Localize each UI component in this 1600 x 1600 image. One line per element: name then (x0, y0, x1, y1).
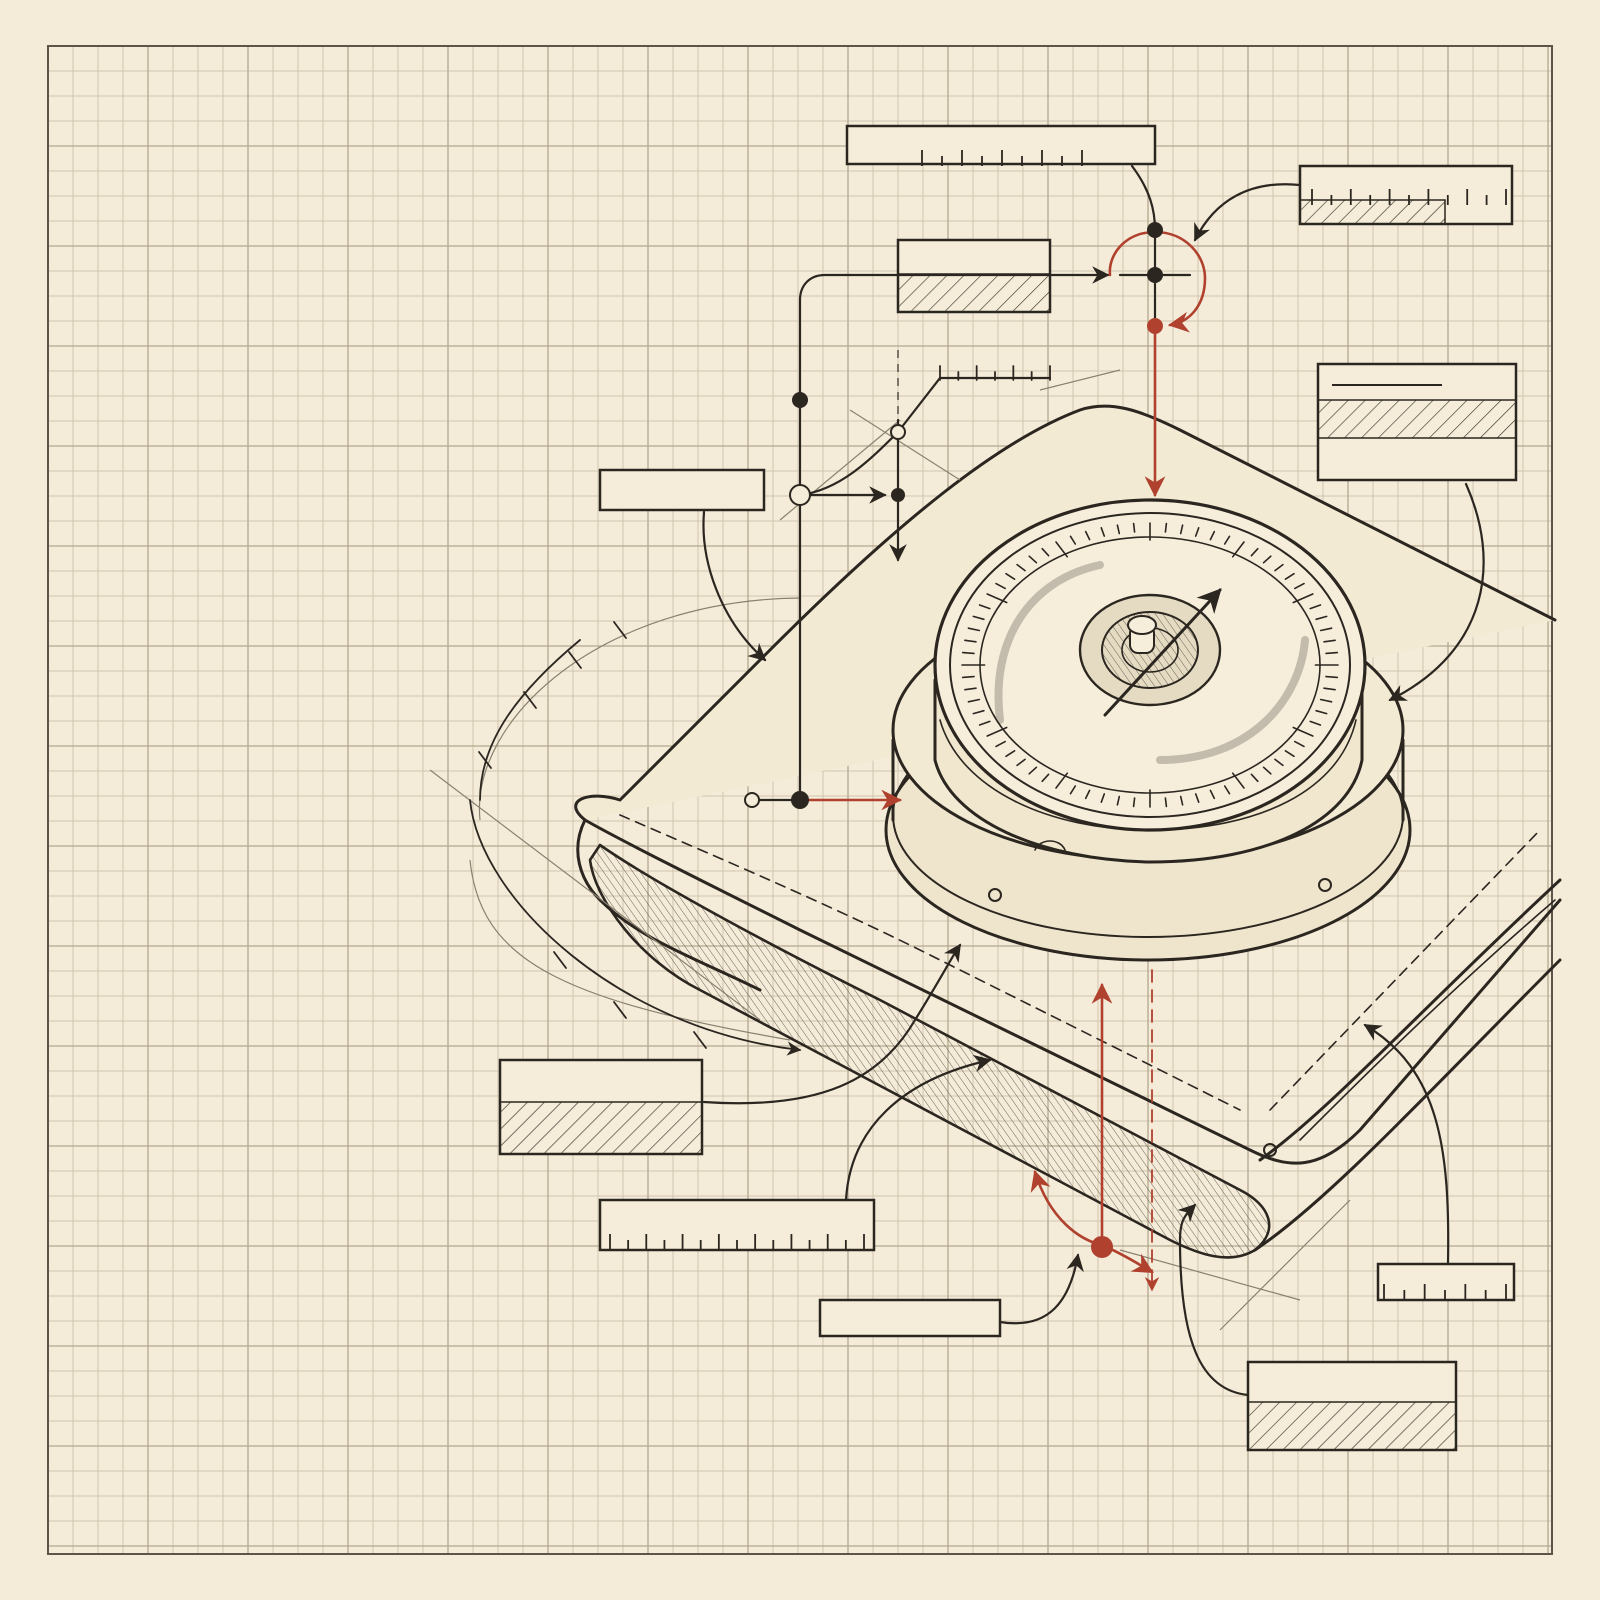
callout-box-right-line-hatched (1316, 362, 1518, 482)
callout-box-bottom-right-hatched (1246, 1360, 1458, 1452)
callout-box-bottom-right-scale (1376, 1262, 1516, 1302)
gauge-dial-icon (884, 498, 1412, 962)
callout-box-bottom-scale (598, 1198, 876, 1252)
callout-box-top-right-scale (1298, 164, 1514, 226)
leader-lines (469, 164, 1485, 1397)
accent-flow (798, 230, 1207, 1292)
callout-box-left-hatched (498, 1058, 704, 1156)
junction-node-icon (744, 222, 1163, 1258)
callout-box-left-blank (598, 468, 766, 512)
rotation-arrow-icon (1153, 230, 1207, 333)
callout-box-top-scale (845, 124, 1157, 166)
callout-box-bottom-blank (818, 1298, 1002, 1338)
